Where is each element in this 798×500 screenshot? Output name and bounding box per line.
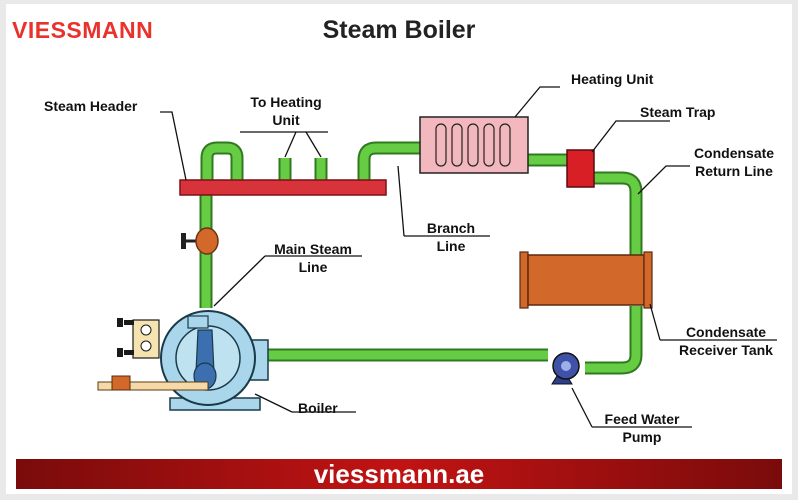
main-steam-valve xyxy=(181,227,219,255)
label-condensate-return-line2: Return Line xyxy=(695,163,773,179)
tank-to-pump-pipe xyxy=(585,306,643,375)
label-branch-line1: Branch xyxy=(426,220,476,236)
label-heating-unit: Heating Unit xyxy=(571,71,654,87)
label-feed-water-pump: Feed Water Pump xyxy=(594,410,690,446)
label-feed-water-line1: Feed Water xyxy=(604,411,680,427)
label-condensate-return-line: Condensate Return Line xyxy=(684,144,784,180)
label-boiler: Boiler xyxy=(298,400,338,416)
label-to-heating-unit: To Heating Unit xyxy=(224,93,348,129)
steam-trap xyxy=(566,149,595,188)
boiler xyxy=(97,310,269,411)
feed-water-pump xyxy=(551,352,580,385)
condensate-receiver-tank xyxy=(519,251,653,309)
condensate-return-pipe xyxy=(593,171,643,255)
steam-header xyxy=(179,179,387,196)
boiler-burner xyxy=(97,381,209,391)
label-condensate-receiver-tank: Condensate Receiver Tank xyxy=(668,323,784,359)
label-branch-line2: Line xyxy=(436,238,466,254)
label-condensate-return-line1: Condensate xyxy=(693,145,775,161)
label-steam-trap: Steam Trap xyxy=(640,104,716,120)
label-condensate-receiver-line1: Condensate xyxy=(685,324,767,340)
label-steam-header: Steam Header xyxy=(44,98,138,114)
footer-website-link[interactable]: viessmann.ae xyxy=(313,459,485,489)
diagram-card xyxy=(6,4,792,494)
heating-unit xyxy=(419,116,529,174)
label-branch-line: Branch Line xyxy=(416,219,486,255)
label-to-heating-unit-line2: Unit xyxy=(272,112,300,128)
label-condensate-receiver-line2: Receiver Tank xyxy=(679,342,773,358)
leader-lines xyxy=(160,86,777,428)
viessmann-logo: VIESSMANN xyxy=(12,17,154,43)
page-title: Steam Boiler xyxy=(322,16,476,44)
pipes xyxy=(199,141,643,375)
label-main-steam-line2: Line xyxy=(298,259,328,275)
label-main-steam-line: Main Steam Line xyxy=(263,240,363,276)
label-to-heating-unit-line1: To Heating xyxy=(250,94,322,110)
footer-banner: viessmann.ae xyxy=(16,459,782,489)
label-feed-water-line2: Pump xyxy=(622,429,662,445)
label-main-steam-line1: Main Steam xyxy=(274,241,352,257)
